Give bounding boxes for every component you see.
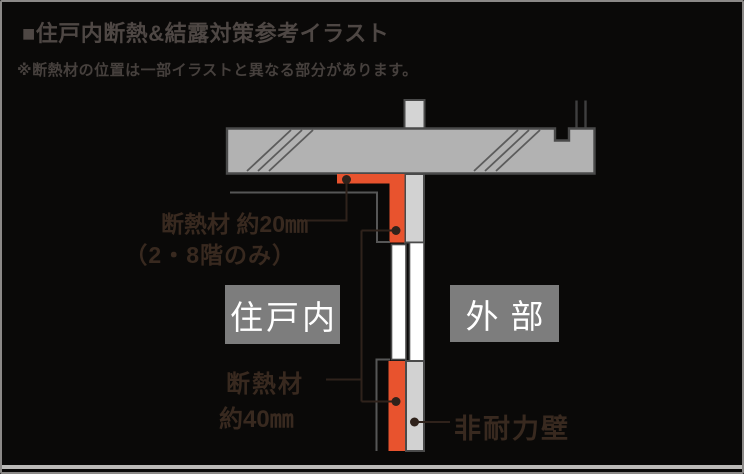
label-insulation-20mm: 断熱材 約20㎜	[161, 211, 308, 237]
insulation-40mm-shape	[388, 361, 405, 451]
leader-insulation-40mm	[326, 229, 396, 403]
concrete-slab	[225, 127, 596, 175]
interior-zone-badge: 住戸内	[225, 285, 340, 344]
upper-wall-strip	[404, 173, 425, 244]
wall-break-right	[408, 241, 425, 362]
label-insulation-40mm-line1: 断熱材	[226, 371, 304, 398]
slab-hatch-marks	[246, 129, 541, 172]
diagram-disclaimer: ※断熱材の位置は一部イラストと異なる部分があります。	[17, 62, 418, 79]
exterior-zone-badge: 外部	[450, 285, 559, 342]
label-non-bearing-wall: 非耐力壁	[454, 414, 570, 444]
leader-dot-20mm	[342, 175, 351, 184]
label-insulation-20mm-floors: （2・8階のみ）	[124, 242, 296, 268]
diagram-title: ■住戸内断熱&結露対策参考イラスト	[22, 21, 390, 46]
leader-dot-40mm-lower	[391, 397, 401, 406]
non-bearing-wall-shape	[405, 360, 425, 452]
label-insulation-40mm-line2: 約40㎜	[219, 406, 294, 433]
leader-insulation-20mm	[307, 181, 348, 222]
leader-dot-40mm-upper	[391, 226, 401, 235]
bottom-edge-strip	[2, 465, 742, 469]
rebar-lines	[575, 100, 587, 129]
wall-above-slab	[403, 99, 426, 133]
wall-break-left	[390, 243, 407, 361]
leader-dot-non-bearing-wall	[410, 417, 419, 427]
outline-bracket-upper	[230, 191, 390, 243]
outline-bracket-lower	[375, 358, 390, 451]
